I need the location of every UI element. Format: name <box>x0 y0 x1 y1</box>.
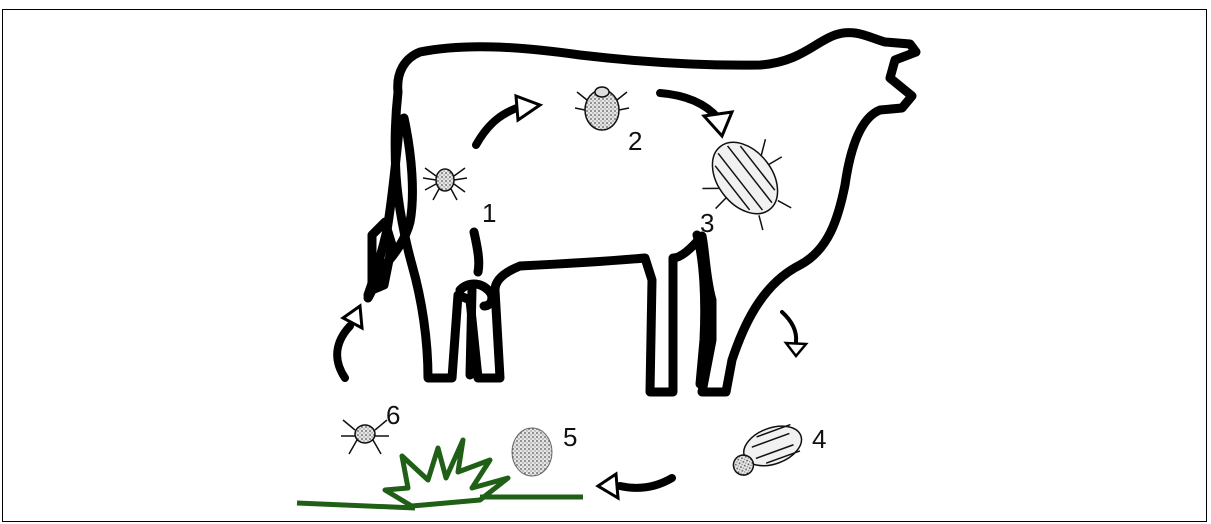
egg-mass-icon <box>512 428 552 476</box>
stage-label-6: 6 <box>386 400 400 430</box>
larva-tick-icon <box>423 168 467 200</box>
nymph-tick-icon <box>575 87 629 130</box>
hatched-larva-tick-icon <box>341 420 389 454</box>
egg-laying-tick-icon <box>725 419 807 478</box>
arrow-6-to-1-icon <box>337 326 350 378</box>
arrow-1-to-2-icon <box>476 106 522 145</box>
stage-label-4: 4 <box>812 424 826 454</box>
stage-label-2: 2 <box>628 126 642 156</box>
arrow-head-3-to-4-icon <box>786 343 806 356</box>
cow-outline <box>368 33 916 392</box>
stage-label-1: 1 <box>482 198 496 228</box>
stage-label-5: 5 <box>563 422 577 452</box>
arrow-head-4-to-5-icon <box>598 474 618 498</box>
stage-label-3: 3 <box>700 208 714 238</box>
arrow-4-to-5-icon <box>620 478 672 488</box>
arrow-head-1-to-2-icon <box>516 96 540 120</box>
arrow-3-to-4-icon <box>782 312 796 342</box>
arrow-head-2-to-3-icon <box>704 112 732 136</box>
